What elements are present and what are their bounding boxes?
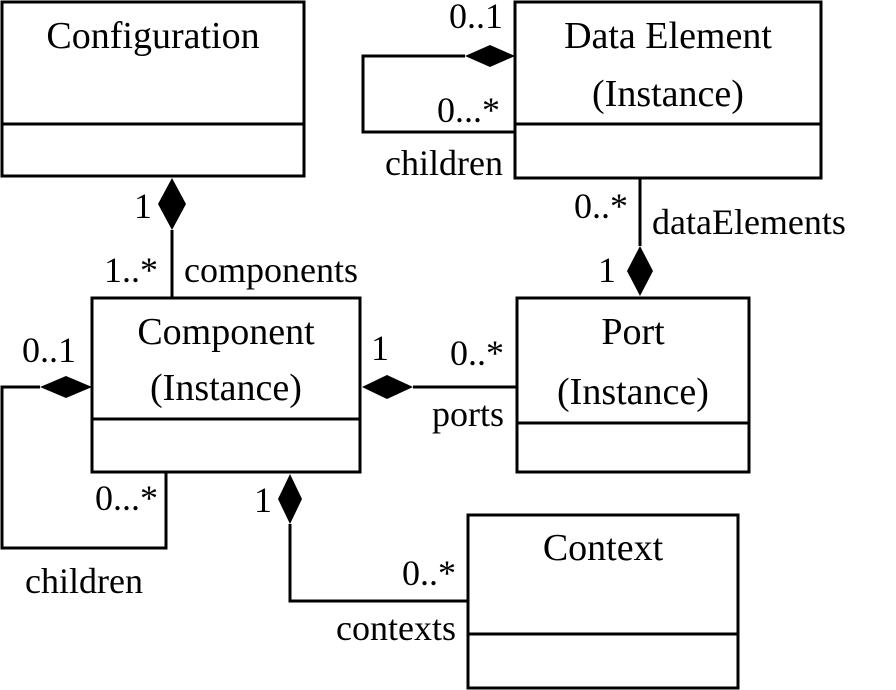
assoc-component-ports-role: ports [432, 394, 504, 434]
class-configuration-name: Configuration [46, 15, 259, 57]
class-data-element[interactable]: Data Element (Instance) [513, 0, 823, 180]
assoc-component-children[interactable]: 0..1 0...* children [0, 330, 168, 601]
assoc-config-components-owner-mult: 1 [134, 186, 152, 226]
assoc-port-data-elements-part-mult: 0..* [574, 186, 628, 226]
class-context[interactable]: Context [466, 513, 740, 690]
assoc-component-children-line [0, 385, 168, 550]
class-data-element-name-line1: Data Element [564, 15, 772, 57]
assoc-data-children-line [361, 54, 515, 134]
class-port-name-line2: (Instance) [557, 371, 709, 413]
assoc-port-data-elements-owner-mult: 1 [598, 250, 616, 290]
class-port-name-line1: Port [601, 311, 665, 353]
class-data-element-name-line2: (Instance) [592, 73, 744, 115]
assoc-component-contexts[interactable]: 1 0..* contexts [254, 474, 468, 648]
assoc-component-children-role: children [25, 561, 143, 601]
assoc-data-children-part-mult: 0...* [437, 90, 500, 130]
composition-diamond-icon [158, 178, 186, 230]
assoc-port-data-elements[interactable]: 0..* dataElements 1 [574, 178, 846, 296]
assoc-data-children[interactable]: 0..1 0...* children [361, 0, 515, 183]
assoc-component-contexts-part-mult: 0..* [402, 553, 456, 593]
composition-diamond-icon [40, 376, 92, 398]
composition-diamond-icon [627, 246, 653, 296]
assoc-config-components-role: components [184, 250, 358, 290]
class-port[interactable]: Port (Instance) [515, 296, 751, 474]
assoc-config-components[interactable]: 1 1..* components [104, 178, 358, 298]
class-component-name-line1: Component [137, 311, 315, 353]
assoc-component-ports-owner-mult: 1 [371, 328, 389, 368]
class-configuration-box [0, 0, 306, 178]
assoc-config-components-part-mult: 1..* [104, 250, 158, 290]
class-configuration[interactable]: Configuration [0, 0, 306, 178]
class-data-element-box [513, 0, 823, 180]
assoc-component-contexts-owner-mult: 1 [254, 480, 272, 520]
assoc-data-children-role: children [385, 143, 503, 183]
composition-diamond-icon [465, 45, 515, 67]
composition-diamond-icon [278, 474, 302, 524]
assoc-data-children-owner-mult: 0..1 [449, 0, 503, 36]
assoc-component-ports-part-mult: 0..* [450, 333, 504, 373]
assoc-component-children-owner-mult: 0..1 [22, 330, 76, 370]
assoc-component-contexts-role: contexts [336, 608, 456, 648]
class-component-name-line2: (Instance) [150, 367, 302, 409]
assoc-component-children-part-mult: 0...* [95, 478, 158, 518]
assoc-port-data-elements-role: dataElements [652, 202, 846, 242]
assoc-component-contexts-line [288, 524, 468, 603]
class-context-name: Context [543, 527, 664, 569]
composition-diamond-icon [362, 375, 413, 399]
class-component-box [90, 296, 362, 474]
class-component[interactable]: Component (Instance) [90, 296, 362, 474]
class-port-box [515, 296, 751, 474]
assoc-component-ports[interactable]: 1 0..* ports [362, 328, 517, 434]
